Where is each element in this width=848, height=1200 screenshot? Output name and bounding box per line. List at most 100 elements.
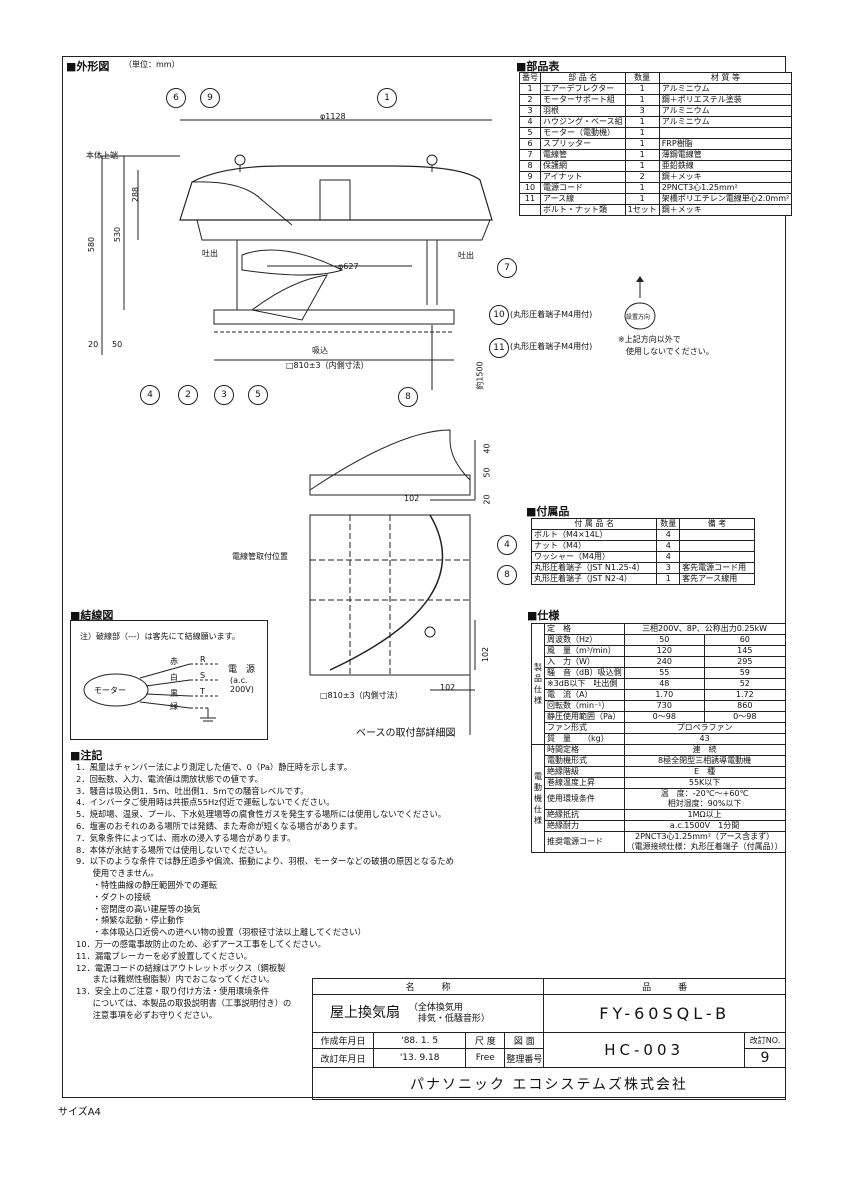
parts-cell: 1 — [624, 160, 660, 172]
parts-cell: 3 — [624, 105, 660, 117]
spec-cell: 55K以下 — [623, 777, 786, 789]
dim-50: 50 — [112, 340, 123, 349]
spec-cell: 三相200V、8P、公称出力0.25kW — [623, 623, 786, 635]
spec-cell: 電動機形式 — [544, 755, 625, 767]
note-line: 9．以下のような条件では静圧過多や偏流、振動により、羽根、モーターなどの破損の原… — [76, 856, 454, 867]
acc-header-cell: 付 属 品 名 — [530, 518, 658, 530]
notes-list: 1．風量はチャンバー法により測定した値で、0（Pa）静圧時を示します。2．回転数… — [76, 762, 454, 1022]
base-detail-drawing — [309, 429, 476, 735]
base-inner-dim: □810±3（内側寸法） — [286, 361, 369, 370]
spec-cell: 1MΩ以上 — [623, 809, 786, 821]
spec-row: 電動機仕様時間定格連 続 — [531, 744, 786, 853]
parts-cell: 10 — [519, 182, 541, 194]
spec-cell: 回転数（min⁻¹） — [544, 700, 625, 712]
motor-label: モーター — [94, 686, 126, 695]
acc-cell: 4 — [656, 540, 681, 552]
phi-outer-dim: φ1128 — [320, 112, 346, 121]
note-line: 12．電源コードの結線はアウトレットボックス（鋼板製 — [76, 962, 286, 973]
detail-dim-20: 20 — [482, 494, 492, 505]
drawing-number: HC-003 — [543, 1032, 745, 1068]
note-line: 3．騒音は吸込側1．5m、吐出側1．5mでの騒音レベルです。 — [76, 785, 309, 796]
parts-cell: 1 — [624, 116, 660, 128]
revision-no: 9 — [744, 1048, 786, 1068]
spec-cell: a.c.1500V 1分間 — [623, 820, 786, 832]
note-line: 6．塩害のおそれのある場所では発錆、また寿命が短くなる場合があります。 — [76, 820, 363, 831]
spec-cell: 風 量（m³/min） — [544, 645, 625, 657]
spec-cell: 120 — [623, 645, 706, 657]
parts-header-cell: 数量 — [624, 72, 660, 84]
parts-cell: ハウジング・ベース組 — [540, 116, 626, 128]
spec-cell: 52 — [704, 678, 786, 690]
parts-cell: 1 — [624, 138, 660, 150]
spec-cell: 295 — [704, 656, 786, 668]
parts-cell: 3 — [519, 105, 541, 117]
wiring-note: 注）破線部（---）は客先にて結線願います。 — [80, 632, 240, 641]
exhaust-right-label: 吐出 — [458, 251, 474, 260]
parts-cell: 7 — [519, 149, 541, 161]
parts-cell: 1 — [624, 127, 660, 139]
parts-cell: 11 — [519, 193, 541, 205]
spec-cell: 絶縁耐力 — [544, 820, 625, 832]
spec-cell: 巻線温度上昇 — [544, 777, 625, 789]
note-line: 11．漏電ブレーカーを必ず設置してください。 — [76, 950, 252, 961]
parts-cell: 1 — [624, 182, 660, 194]
parts-cell: 電源コード — [540, 182, 626, 194]
parts-cell: 9 — [519, 171, 541, 183]
term-r: R — [200, 655, 206, 664]
parts-cell: アルミニウム — [658, 116, 793, 128]
dim-580: 580 — [87, 236, 97, 253]
name-cell: 屋上換気扇 （全体換気用 排気・低騒音形） — [311, 994, 545, 1033]
wire-red: 赤 — [170, 657, 178, 666]
acc-row: ナット（M4）4 — [530, 540, 755, 552]
intake-label: 吸込 — [312, 346, 328, 355]
outline-unit: （単位：mm） — [124, 60, 180, 69]
spec-row: 質 量 （kg）43 — [532, 733, 786, 745]
spec-cell: 1.70 — [623, 689, 706, 701]
parts-header-cell: 部 品 名 — [540, 72, 626, 84]
spec-cell: 入 力（W） — [544, 656, 625, 668]
product-name: 屋上換気扇 — [330, 1004, 400, 1021]
detail-dim-102b: 102 — [481, 646, 491, 663]
note-line: ・特性曲線の静圧範囲外での運転 — [76, 879, 218, 890]
callout-2: 2 — [178, 385, 198, 405]
parts-cell: モーター（電動機） — [540, 127, 626, 139]
product-name-sub: （全体換気用 排気・低騒音形） — [408, 1003, 490, 1025]
acc-cell — [679, 551, 755, 563]
parts-cell: 亜鉛鉄線 — [658, 160, 793, 172]
parts-cell: ボルト・ナット類 — [540, 204, 626, 216]
parts-cell: 1 — [519, 83, 541, 95]
spec-cell: 絶縁階級 — [544, 766, 625, 778]
parts-cell: 2 — [519, 94, 541, 106]
note-line: 5．焼却場、温泉、プール、下水処理場等の腐食性ガスを発生する場所には使用しないで… — [76, 809, 447, 820]
acc-header-cell: 備 考 — [679, 518, 755, 530]
name-header: 名 称 — [311, 978, 545, 995]
parts-cell: スプリッター — [540, 138, 626, 150]
note-line: ・ダクトの接続 — [76, 891, 151, 902]
parts-cell: 4 — [519, 116, 541, 128]
parts-cell: 電線管 — [540, 149, 626, 161]
exhaust-left-label: 吐出 — [202, 249, 218, 258]
parts-cell: 2 — [624, 171, 660, 183]
detail-dim-102c: 102 — [440, 683, 456, 692]
acc-cell: ナット（M4） — [530, 540, 658, 552]
spec-cell: 使用環境条件 — [544, 788, 625, 810]
parts-title: ■部品表 — [516, 60, 560, 73]
spec-cell: 59 — [704, 667, 786, 679]
detail-caption: ベースの取付部詳細図 — [356, 728, 456, 739]
spec-cell: ※3dB以下 吐出側 — [544, 678, 625, 690]
callout-9: 9 — [200, 88, 220, 108]
note-line: 8．本体が氷結する場所では使用しないでください。 — [76, 844, 272, 855]
